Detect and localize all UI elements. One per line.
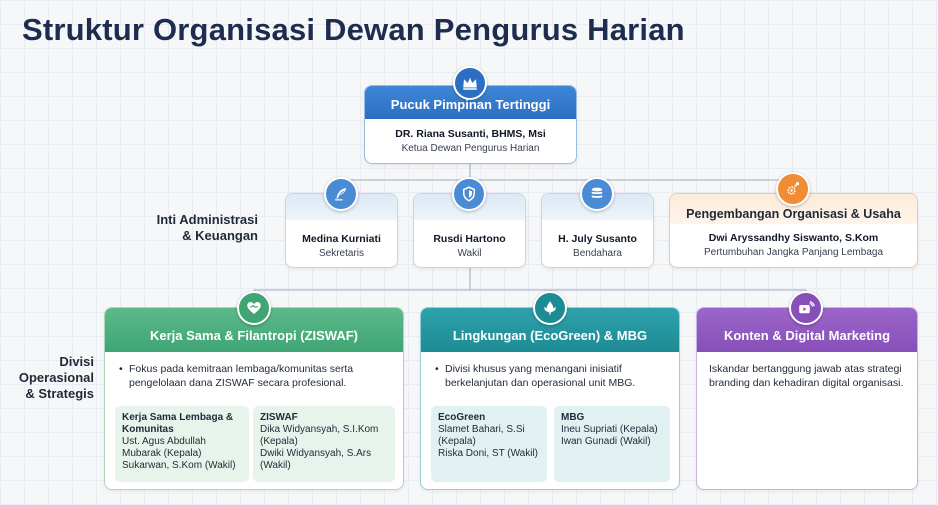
sub-unit-ecogreen: EcoGreen Slamet Bahari, S.Si (Kepala) Ri… bbox=[431, 406, 547, 482]
sub-unit-kerjasama: Kerja Sama Lembaga & Komunitas Ust. Agus… bbox=[115, 406, 249, 482]
org-development-header: Pengembangan Organisasi & Usaha bbox=[670, 194, 917, 224]
level-label-inti: Inti Administrasi & Keuangan bbox=[156, 212, 258, 243]
division-ecogreen-desc: Divisi khusus yang menangani inisiatif b… bbox=[435, 362, 667, 390]
shield-icon bbox=[452, 177, 486, 211]
division-konten-desc: Iskandar bertanggung jawab atas strategi… bbox=[709, 363, 904, 389]
treasurer-role: Bendahara bbox=[573, 248, 622, 259]
secretary-role: Sekretaris bbox=[318, 248, 364, 259]
secretary-name: Medina Kurniati bbox=[302, 233, 381, 245]
handshake-icon bbox=[237, 291, 271, 325]
org-development-name: Dwi Aryssandhy Siswanto, S.Kom bbox=[708, 232, 879, 244]
sub-unit-mbg: MBG Ineu Supriati (Kepala) Iwan Gunadi (… bbox=[554, 406, 670, 482]
feather-pen-icon bbox=[324, 177, 358, 211]
division-ziswaf-desc: Fokus pada kemitraan lembaga/komunitas s… bbox=[119, 362, 391, 390]
gears-growth-icon bbox=[776, 172, 810, 206]
deputy-card: Rusdi Hartono Wakil bbox=[413, 193, 526, 268]
top-leader-card: Pucuk Pimpinan Tertinggi DR. Riana Susan… bbox=[364, 85, 577, 164]
video-broadcast-icon bbox=[789, 291, 823, 325]
level-label-divisi: Divisi Operasional & Strategis bbox=[18, 354, 94, 401]
sub-unit-ziswaf: ZISWAF Dika Widyansyah, S.I.Kom (Kepala)… bbox=[253, 406, 395, 482]
top-leader-name: DR. Riana Susanti, BHMS, Msi bbox=[395, 128, 546, 140]
deputy-name: Rusdi Hartono bbox=[433, 233, 506, 245]
org-development-card: Pengembangan Organisasi & Usaha Dwi Arys… bbox=[669, 193, 918, 268]
leaf-drop-icon bbox=[533, 291, 567, 325]
crown-icon bbox=[453, 66, 487, 100]
treasurer-name: H. July Susanto bbox=[558, 233, 637, 245]
division-ziswaf-card: Kerja Sama & Filantropi (ZISWAF) Fokus p… bbox=[104, 307, 404, 490]
division-ecogreen-card: Lingkungan (EcoGreen) & MBG Divisi khusu… bbox=[420, 307, 680, 490]
org-development-role: Pertumbuhan Jangka Panjang Lembaga bbox=[703, 247, 884, 258]
division-konten-card: Konten & Digital Marketing Iskandar bert… bbox=[696, 307, 918, 490]
deputy-role: Wakil bbox=[457, 248, 482, 259]
top-leader-header: Pucuk Pimpinan Tertinggi bbox=[365, 86, 576, 119]
top-leader-role: Ketua Dewan Pengurus Harian bbox=[401, 143, 540, 154]
coins-icon bbox=[580, 177, 614, 211]
page-title: Struktur Organisasi Dewan Pengurus Haria… bbox=[22, 12, 685, 47]
